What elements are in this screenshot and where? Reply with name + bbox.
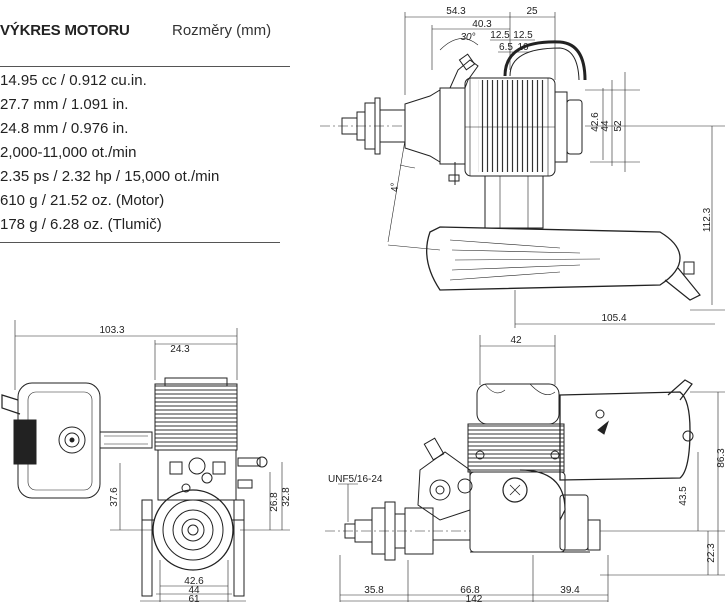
dim-142: 142 <box>466 594 483 602</box>
thread-label: UNF5/16-24 <box>328 474 383 485</box>
spec-stroke: 24.8 mm / 0.976 in. <box>0 120 129 137</box>
dim-43-5: 43.5 <box>678 486 689 506</box>
top-view <box>320 12 725 328</box>
spec-top-rule <box>0 66 290 67</box>
dim-86-3: 86.3 <box>716 448 725 468</box>
dim-25: 25 <box>526 6 538 17</box>
dim-54-3: 54.3 <box>446 6 466 17</box>
dim-12-5a: 12.5 <box>490 30 510 41</box>
dim-52-top: 52 <box>613 120 624 132</box>
drawing-title: VÝKRES MOTORU <box>0 22 130 39</box>
dim-66-8: 66.8 <box>460 585 480 596</box>
dim-112-3: 112.3 <box>702 207 713 232</box>
dim-10: 10 <box>517 42 529 53</box>
dim-44-top: 44 <box>600 120 611 132</box>
units-label: Rozměry (mm) <box>172 22 272 39</box>
dim-44-front: 44 <box>188 585 200 596</box>
dim-24-3: 24.3 <box>170 344 190 355</box>
dim-105-4: 105.4 <box>601 313 626 324</box>
side-view <box>325 335 725 602</box>
dim-42-side: 42 <box>510 335 522 346</box>
dim-40-3: 40.3 <box>472 19 492 30</box>
spec-power: 2.35 ps / 2.32 hp / 15,000 ot./min <box>0 168 220 185</box>
dim-103-3: 103.3 <box>99 325 124 336</box>
dim-6-5: 6.5 <box>499 42 513 53</box>
dim-32-8: 32.8 <box>281 487 292 507</box>
dim-42-6-top: 42.6 <box>590 112 601 132</box>
dim-12-5b: 12.5 <box>513 30 533 41</box>
angle-4: 4° <box>390 182 401 192</box>
dim-37-6: 37.6 <box>109 487 120 507</box>
dim-35-8: 35.8 <box>364 585 384 596</box>
angle-30: 30° <box>460 32 475 43</box>
spec-rpm-range: 2,000-11,000 ot./min <box>0 144 137 161</box>
spec-bottom-rule <box>0 242 280 243</box>
dim-61-front: 61 <box>188 594 200 602</box>
dim-42-6-front: 42.6 <box>184 576 204 587</box>
spec-displacement: 14.95 cc / 0.912 cu.in. <box>0 72 147 89</box>
dim-22-3: 22.3 <box>706 543 717 563</box>
front-view <box>1 320 290 602</box>
spec-muffler-weight: 178 g / 6.28 oz. (Tlumič) <box>0 216 162 233</box>
spec-bore: 27.7 mm / 1.091 in. <box>0 96 129 113</box>
spec-engine-weight: 610 g / 21.52 oz. (Motor) <box>0 192 165 209</box>
dim-26-8: 26.8 <box>269 492 280 512</box>
spec-block: VÝKRES MOTORU Rozměry (mm) 14.95 cc / 0.… <box>0 0 290 245</box>
dim-39-4: 39.4 <box>560 585 580 596</box>
